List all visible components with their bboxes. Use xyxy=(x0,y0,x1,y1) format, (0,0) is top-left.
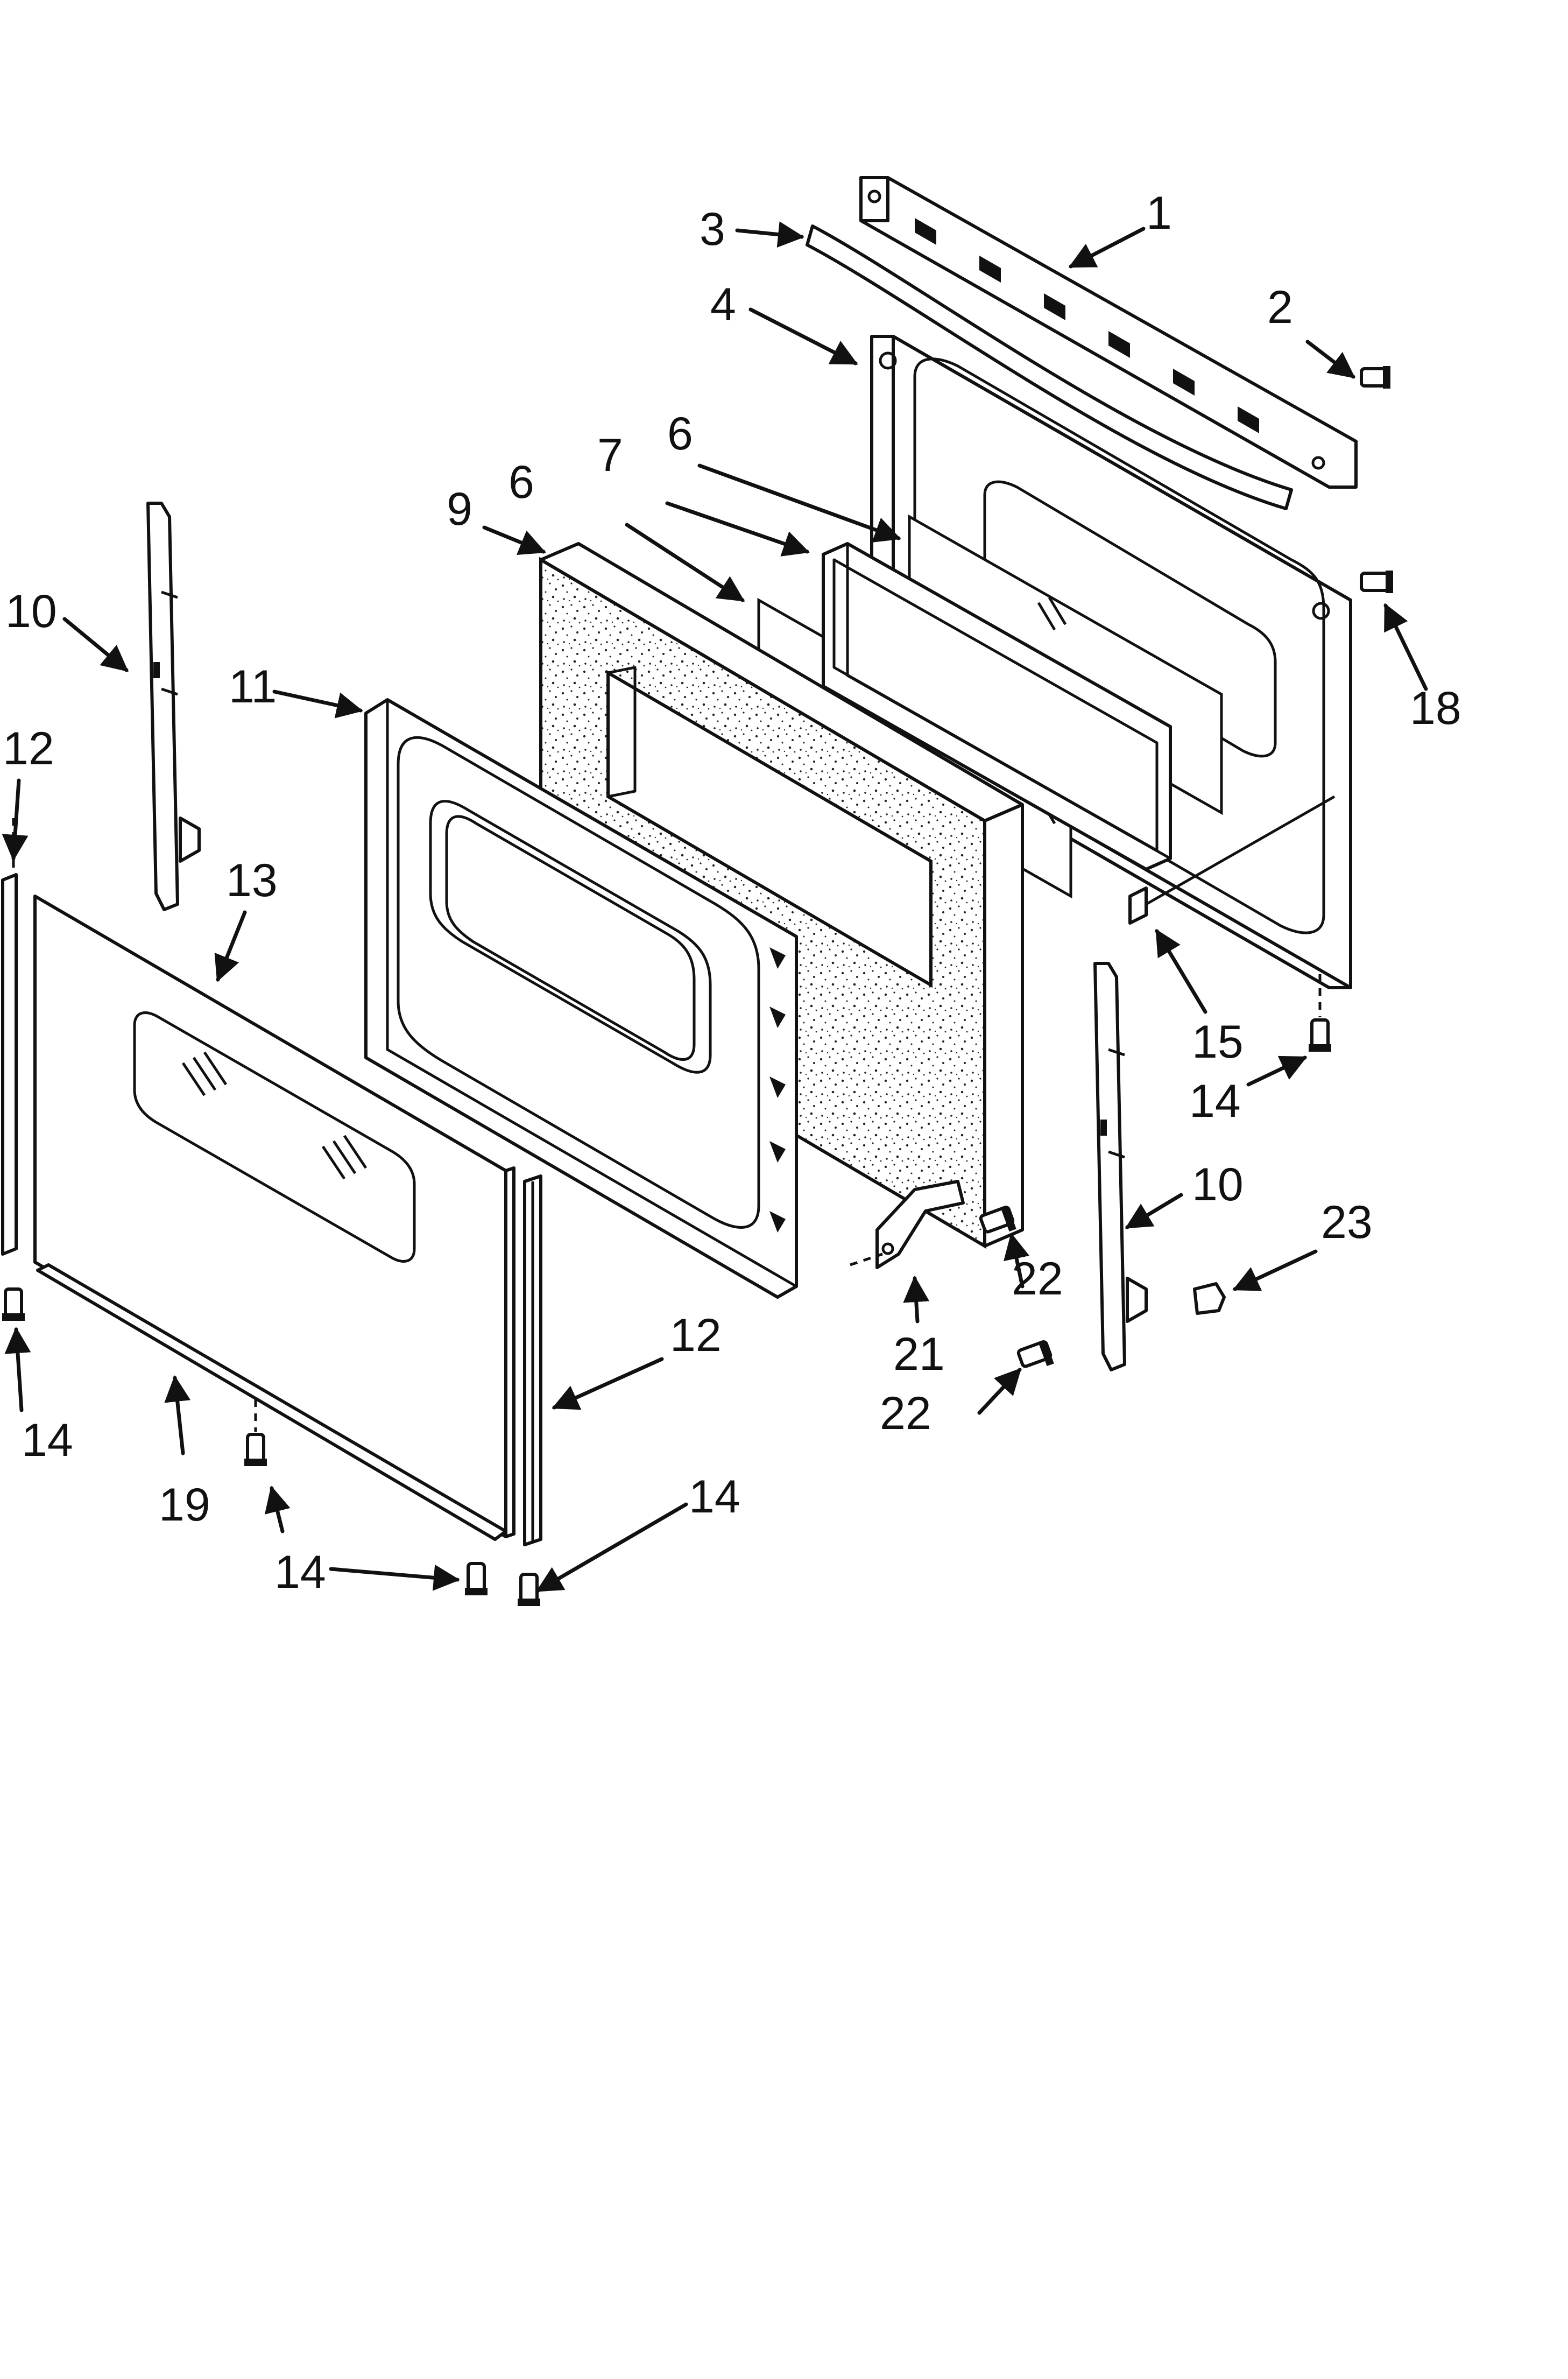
callout-18: 18 xyxy=(1410,682,1461,734)
callout-14: 14 xyxy=(22,1414,73,1466)
part-21-bracket xyxy=(850,1180,965,1269)
callout-6: 6 xyxy=(667,408,693,460)
part-14-screw-bottom-a xyxy=(465,1562,488,1595)
part-2-screw xyxy=(1360,366,1390,389)
callout-labels: 1 2 3 4 6 7 6 9 10 11 12 13 18 15 14 10 … xyxy=(3,187,1461,1598)
callout-19: 19 xyxy=(159,1479,210,1531)
callout-7: 7 xyxy=(597,430,623,481)
part-14-screw-left xyxy=(2,1287,25,1321)
part-22-screw-lower xyxy=(1016,1340,1054,1368)
callout-15: 15 xyxy=(1192,1016,1244,1068)
part-15-clip xyxy=(1128,795,1336,925)
part-18-screw xyxy=(1360,571,1393,593)
callout-23: 23 xyxy=(1321,1196,1373,1248)
callout-1: 1 xyxy=(1146,187,1172,239)
part-23-clip xyxy=(1193,1282,1226,1315)
part-14-screw-mid xyxy=(244,1433,267,1466)
callout-14: 14 xyxy=(1189,1075,1241,1127)
part-1-vent-trim xyxy=(859,176,1358,489)
part-10-hinge-right xyxy=(1093,962,1148,1371)
callout-9: 9 xyxy=(447,483,472,535)
callout-22: 22 xyxy=(880,1388,931,1439)
callout-2: 2 xyxy=(1267,281,1293,333)
callout-10: 10 xyxy=(5,586,57,637)
part-11-inner-door-liner xyxy=(364,698,798,1299)
part-10-hinge-left xyxy=(146,502,201,911)
part-22-screw-upper xyxy=(979,1206,1016,1234)
part-14-screw-right xyxy=(1309,974,1331,1052)
callout-14: 14 xyxy=(274,1546,326,1598)
callout-14: 14 xyxy=(689,1471,740,1523)
callout-21: 21 xyxy=(893,1328,945,1380)
part-9-insulation xyxy=(539,542,1024,1249)
callout-10: 10 xyxy=(1192,1159,1244,1210)
callout-22: 22 xyxy=(1012,1253,1063,1305)
leader-arrows xyxy=(2,221,1428,1593)
callout-3: 3 xyxy=(700,203,725,255)
part-19-bottom-trim xyxy=(36,1263,507,1541)
callout-6: 6 xyxy=(508,456,534,508)
part-14-screw-bottom-b xyxy=(518,1573,540,1606)
part-12-side-trim-left xyxy=(1,818,18,1256)
part-12-side-trim-right xyxy=(523,1174,542,1546)
callout-12: 12 xyxy=(3,723,54,775)
callout-12: 12 xyxy=(670,1310,722,1361)
callout-11: 11 xyxy=(229,661,277,713)
part-3-trim-strip xyxy=(806,224,1293,510)
callout-13: 13 xyxy=(226,855,278,906)
part-13-outer-glass-door xyxy=(33,895,515,1538)
callout-4: 4 xyxy=(710,279,736,330)
